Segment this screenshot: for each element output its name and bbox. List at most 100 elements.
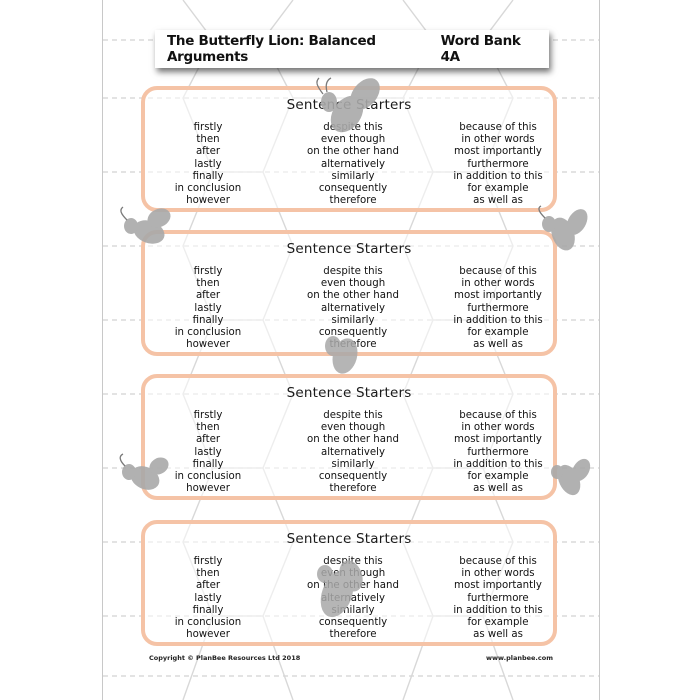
website-link[interactable]: www.planbee.com bbox=[486, 654, 553, 662]
word: for example bbox=[467, 183, 529, 195]
word: then bbox=[196, 422, 220, 434]
word-column: firstly then after lastly finally in con… bbox=[149, 266, 267, 351]
word: lastly bbox=[194, 302, 222, 314]
word: therefore bbox=[329, 195, 377, 207]
word: in other words bbox=[461, 134, 535, 146]
word: in conclusion bbox=[174, 617, 242, 629]
word: in addition to this bbox=[453, 458, 543, 470]
word-column: firstly then after lastly finally in con… bbox=[149, 410, 267, 495]
word: alternatively bbox=[320, 158, 386, 170]
word: therefore bbox=[329, 629, 377, 641]
word: however bbox=[186, 195, 230, 207]
word: furthermore bbox=[467, 592, 529, 604]
word: consequently bbox=[318, 183, 388, 195]
word: as well as bbox=[473, 195, 523, 207]
word: even though bbox=[320, 134, 386, 146]
word-column: because of this in other words most impo… bbox=[439, 556, 557, 641]
word-column: despite this even though on the other ha… bbox=[283, 410, 423, 495]
worksheet-header: The Butterfly Lion: Balanced Arguments W… bbox=[155, 30, 549, 68]
word: because of this bbox=[459, 410, 537, 421]
word: then bbox=[196, 134, 220, 146]
word: after bbox=[195, 290, 221, 302]
word-column: firstly then after lastly finally in con… bbox=[149, 556, 267, 641]
word: firstly bbox=[193, 556, 223, 567]
bee-icon bbox=[551, 458, 591, 496]
word: even though bbox=[320, 278, 386, 290]
word: most importantly bbox=[454, 146, 542, 158]
word: however bbox=[186, 629, 230, 641]
word: alternatively bbox=[320, 592, 386, 604]
word: as well as bbox=[473, 629, 523, 641]
word: as well as bbox=[473, 339, 523, 351]
word: as well as bbox=[473, 483, 523, 495]
bee-icon bbox=[119, 453, 169, 490]
word: most importantly bbox=[454, 290, 542, 302]
word: in conclusion bbox=[174, 471, 242, 483]
word-column: because of this in other words most impo… bbox=[439, 410, 557, 495]
word: furthermore bbox=[467, 446, 529, 458]
word: in other words bbox=[461, 422, 535, 434]
word: in addition to this bbox=[453, 604, 543, 616]
word: on the other hand bbox=[307, 434, 399, 446]
bee-icon bbox=[120, 206, 171, 244]
word: after bbox=[195, 434, 221, 446]
word: similarly bbox=[331, 314, 375, 326]
word-bank-code: Word Bank 4A bbox=[440, 33, 521, 65]
word: on the other hand bbox=[307, 290, 399, 302]
word: firstly bbox=[193, 122, 223, 133]
word: similarly bbox=[331, 604, 375, 616]
word-column: firstly then after lastly finally in con… bbox=[149, 122, 267, 207]
word: lastly bbox=[194, 446, 222, 458]
word: in conclusion bbox=[174, 327, 242, 339]
word: most importantly bbox=[454, 434, 542, 446]
word: most importantly bbox=[454, 580, 542, 592]
bee-icon bbox=[316, 77, 380, 133]
word: finally bbox=[192, 458, 224, 470]
word: despite this bbox=[323, 410, 383, 421]
word: in other words bbox=[461, 568, 535, 580]
word: finally bbox=[192, 604, 224, 616]
word: finally bbox=[192, 170, 224, 182]
bee-icon bbox=[538, 205, 588, 251]
word: despite this bbox=[323, 556, 383, 567]
card-title: Sentence Starters bbox=[286, 385, 412, 401]
word: firstly bbox=[193, 410, 223, 421]
word: consequently bbox=[318, 327, 388, 339]
word: in addition to this bbox=[453, 170, 543, 182]
word: then bbox=[196, 278, 220, 290]
word: for example bbox=[467, 617, 529, 629]
word: however bbox=[186, 483, 230, 495]
word: because of this bbox=[459, 122, 537, 133]
card-title: Sentence Starters bbox=[286, 241, 412, 257]
worksheet-page: The Butterfly Lion: Balanced Arguments W… bbox=[102, 0, 600, 700]
word: alternatively bbox=[320, 302, 386, 314]
word: because of this bbox=[459, 266, 537, 277]
worksheet-title: The Butterfly Lion: Balanced Arguments bbox=[167, 33, 376, 65]
word: furthermore bbox=[467, 158, 529, 170]
word: in addition to this bbox=[453, 314, 543, 326]
word: lastly bbox=[194, 158, 222, 170]
bee-icon bbox=[317, 560, 363, 618]
bee-icon bbox=[325, 336, 358, 374]
word: similarly bbox=[331, 458, 375, 470]
word: on the other hand bbox=[307, 146, 399, 158]
word: firstly bbox=[193, 266, 223, 277]
word: furthermore bbox=[467, 302, 529, 314]
card-title: Sentence Starters bbox=[286, 531, 412, 547]
word: for example bbox=[467, 471, 529, 483]
word: in other words bbox=[461, 278, 535, 290]
word: alternatively bbox=[320, 446, 386, 458]
word: in conclusion bbox=[174, 183, 242, 195]
word: similarly bbox=[331, 170, 375, 182]
word: because of this bbox=[459, 556, 537, 567]
word-column: because of this in other words most impo… bbox=[439, 122, 557, 207]
word: even though bbox=[320, 422, 386, 434]
word: then bbox=[196, 568, 220, 580]
word: despite this bbox=[323, 266, 383, 277]
word-bank-card: Sentence Starters firstly then after las… bbox=[141, 374, 557, 500]
word: finally bbox=[192, 314, 224, 326]
word: however bbox=[186, 339, 230, 351]
copyright-notice: Copyright © PlanBee Resources Ltd 2018 bbox=[149, 654, 301, 662]
word: lastly bbox=[194, 592, 222, 604]
word: for example bbox=[467, 327, 529, 339]
